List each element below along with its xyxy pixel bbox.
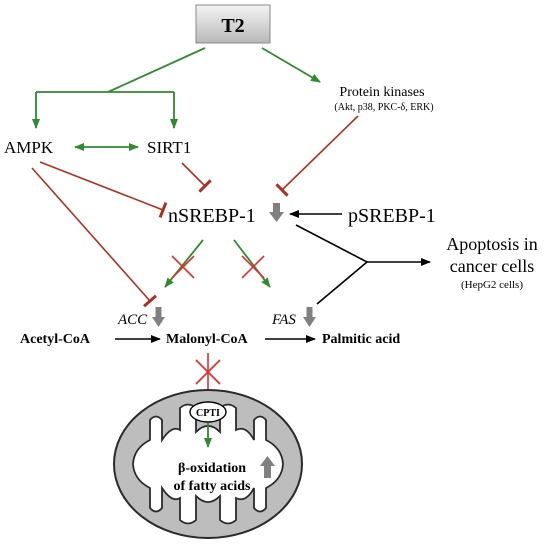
cpt1-node: CPTI: [189, 401, 227, 423]
inhibition-lines: [31, 115, 359, 308]
protein-kinases-label: Protein kinases: [339, 85, 424, 100]
protein-kinases-detail: (Akt, p38, PKC-δ, ERK): [334, 102, 433, 113]
mitochondrion: [113, 389, 303, 539]
ampk-inhibits-nsrebp1: [39, 161, 168, 218]
block-cross-fas: [241, 255, 265, 279]
psrebp1-label: pSREBP-1: [348, 205, 436, 227]
apoptosis-label-1: Apoptosis in: [446, 234, 538, 254]
ampk-label: AMPK: [4, 138, 54, 157]
palmitic-acid-label: Palmitic acid: [322, 332, 400, 347]
acc-down-arrow: [152, 307, 165, 327]
t2-to-protein-kinases-arrow: [261, 47, 321, 83]
acetyl-coa-label: Acetyl-CoA: [20, 332, 91, 347]
cpt1-label: CPTI: [196, 408, 220, 419]
fas-down-arrow: [303, 307, 316, 327]
beta-oxidation-label-1: β-oxidation: [178, 461, 246, 476]
beta-oxidation-up-arrow: [260, 456, 275, 478]
block-cross-cpt1: [195, 359, 221, 385]
beta-oxidation-label-2: of fatty acids: [174, 479, 252, 494]
fas-label: FAS: [271, 312, 296, 328]
malonyl-coa-label: Malonyl-CoA: [166, 332, 249, 347]
mitochondrion-cristae: [132, 403, 284, 525]
acc-label: ACC: [117, 312, 148, 328]
nsrebp1-label: nSREBP-1: [168, 205, 256, 227]
apoptosis-detail: (HepG2 cells): [461, 279, 523, 291]
sirt1-inhibits-nsrebp1: [181, 162, 212, 193]
apoptosis-label-2: cancer cells: [450, 256, 534, 276]
ampk-inhibits-acc: [31, 167, 157, 308]
sirt1-label: SIRT1: [147, 138, 191, 157]
apoptosis-convergence-lines: [295, 224, 431, 305]
nsrebp1-down-arrow: [269, 203, 284, 222]
t2-node: T2: [195, 4, 271, 44]
kinases-inhibit-psrebp1: [275, 115, 359, 197]
t2-to-ampk-sirt1-arrows: [32, 47, 206, 129]
t2-label: T2: [221, 15, 244, 37]
nsrebp1-to-enzyme-arrows: [164, 239, 271, 288]
block-cross-acc: [171, 255, 195, 279]
